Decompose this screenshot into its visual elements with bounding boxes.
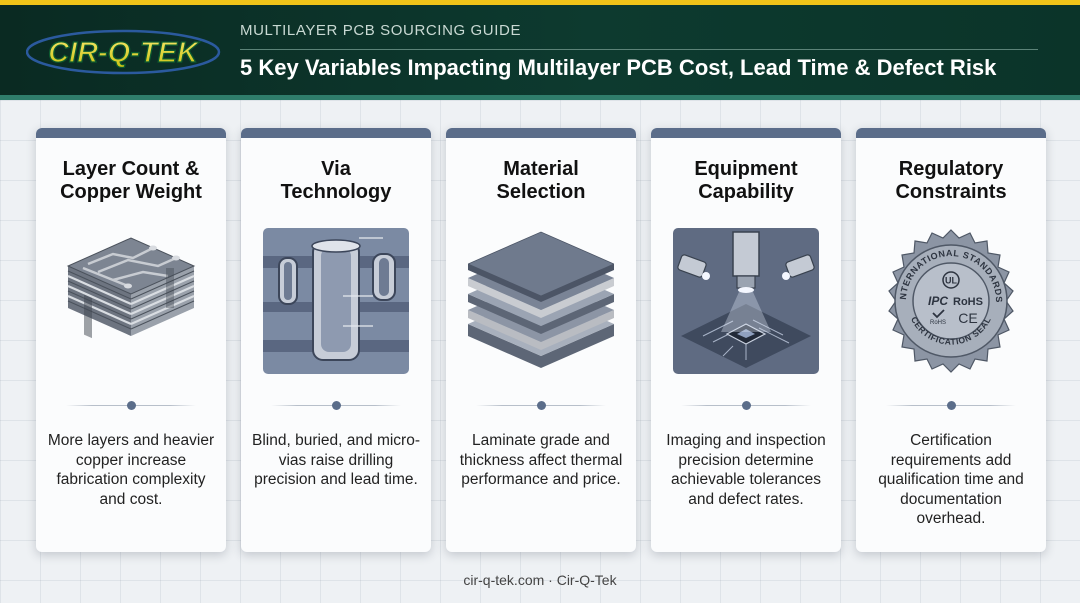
card-regulatory-constraints: Regulatory Constraints INTERNATIONAL STA…	[856, 128, 1046, 552]
divider-dot	[947, 401, 956, 410]
laminate-stack-icon	[468, 228, 614, 374]
card-description: Certification requirements add qualifica…	[878, 432, 1024, 527]
card-description: Imaging and inspection precision determi…	[666, 432, 826, 508]
header-subtitle: MULTILAYER PCB SOURCING GUIDE	[240, 22, 522, 39]
divider-dot	[332, 401, 341, 410]
card-material-selection: Material Selection Laminate grade and th…	[446, 128, 636, 552]
card-via-technology: Via Technology Blind, buried,	[241, 128, 431, 552]
header-bottom-line	[0, 95, 1080, 100]
card-description: Laminate grade and thickness affect ther…	[459, 432, 623, 488]
card-description: More layers and heavier copper increase …	[47, 432, 215, 508]
inspection-camera-icon	[673, 228, 819, 374]
card-title: Equipment Capability	[694, 158, 798, 203]
divider-dot	[127, 401, 136, 410]
header-banner: CIR-Q-TEK MULTILAYER PCB SOURCING GUIDE …	[0, 5, 1080, 95]
card-equipment-capability: Equipment Capability	[651, 128, 841, 552]
card-top-bar	[241, 128, 431, 138]
card-top-bar	[651, 128, 841, 138]
divider-dot	[742, 401, 751, 410]
card-top-bar	[446, 128, 636, 138]
header-rule	[240, 49, 1038, 50]
card-title: Via Technology	[280, 158, 392, 203]
svg-text:RoHS: RoHS	[953, 296, 983, 308]
card-title: Material Selection	[496, 158, 586, 203]
certification-seal-icon: INTERNATIONAL STANDARDS CERTIFICATION SE…	[878, 228, 1024, 374]
footer-text: cir-q-tek.com · Cir-Q-Tek	[463, 572, 617, 588]
logo-text: CIR-Q-TEK	[48, 37, 200, 69]
layered-copper-block-icon	[58, 228, 204, 374]
card-layer-count: Layer Count & Copper Weight	[36, 128, 226, 552]
svg-text:RoHS: RoHS	[930, 320, 946, 326]
via-cross-section-icon	[263, 228, 409, 374]
svg-text:UL: UL	[945, 276, 957, 286]
card-title: Regulatory Constraints	[895, 158, 1007, 203]
svg-text:CE: CE	[958, 310, 977, 326]
top-accent-line	[0, 0, 1080, 5]
brand-logo: CIR-Q-TEK	[26, 29, 221, 75]
divider-dot	[537, 401, 546, 410]
card-title: Layer Count & Copper Weight	[60, 158, 202, 203]
svg-text:IPC: IPC	[928, 294, 948, 308]
card-top-bar	[36, 128, 226, 138]
card-top-bar	[856, 128, 1046, 138]
card-description: Blind, buried, and micro-vias raise dril…	[252, 432, 420, 488]
page-title: 5 Key Variables Impacting Multilayer PCB…	[240, 55, 997, 80]
